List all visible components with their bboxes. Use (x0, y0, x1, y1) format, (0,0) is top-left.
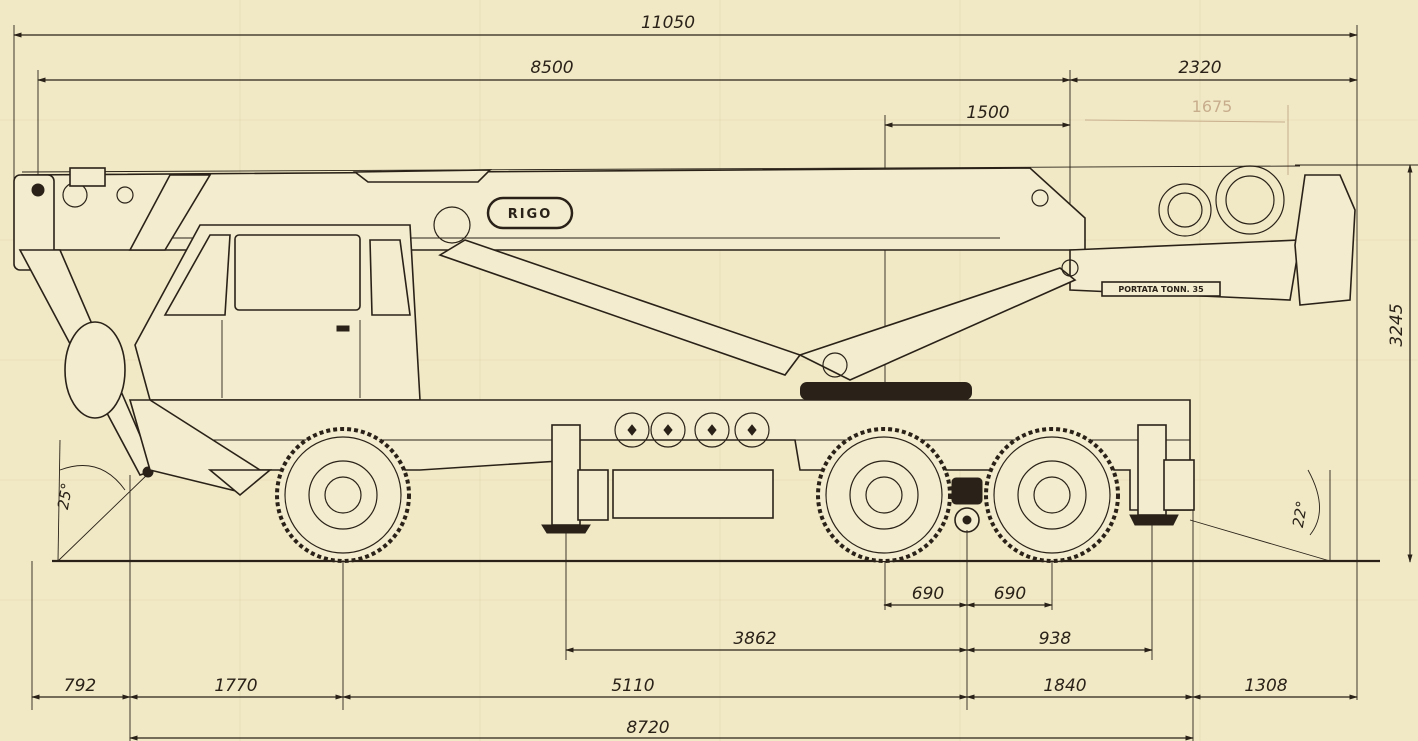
handwritten-note: 1675 (1192, 97, 1233, 116)
chassis (128, 399, 1191, 519)
dim-axle-offset-b: 690 (994, 584, 1026, 604)
brand-logo-frame (486, 196, 574, 230)
dim-axle-offset-a: 690 (912, 584, 944, 604)
tandem-pivot (951, 477, 983, 533)
wheel-rear-1 (816, 427, 952, 563)
wheel-front (275, 427, 411, 563)
dim-height: 3245 (1387, 303, 1407, 346)
counterweight (1069, 165, 1356, 306)
crane-vehicle: PORTATA TONN. 35 RIGO (13, 165, 1356, 563)
wheel-rear-2 (984, 427, 1120, 563)
dim-total-base: 8720 (626, 718, 669, 738)
dim-front-overhang: 792 (64, 676, 96, 696)
hook-block (18, 249, 157, 478)
dim-wheelbase: 5110 (611, 676, 654, 696)
luffing-cylinder (433, 189, 1079, 381)
angle-approach: 25° (54, 481, 76, 510)
gas-tanks (614, 412, 770, 448)
dim-pivot-offset: 1500 (966, 103, 1009, 123)
angle-lines (57, 439, 1331, 562)
dim-rear-overhang-top: 2320 (1178, 58, 1221, 78)
dim-outrigger-span: 3862 (733, 629, 776, 649)
slewing-ring (800, 382, 972, 400)
dim-rear-outrigger: 938 (1039, 629, 1072, 649)
dim-front-axle: 1770 (214, 676, 257, 696)
dim-rear-axle-span: 1840 (1043, 676, 1086, 696)
dim-overall-length: 11050 (641, 13, 695, 33)
outriggers (541, 424, 1195, 534)
dim-boom-length: 8500 (530, 58, 573, 78)
cab (134, 224, 421, 401)
angle-departure: 22° (1289, 499, 1311, 528)
brand-logo: RIGO (508, 207, 553, 222)
dim-rear-overhang: 1308 (1244, 676, 1287, 696)
capacity-plate: PORTATA TONN. 35 (1118, 285, 1204, 294)
dimension-lines-bottom (31, 475, 1358, 741)
